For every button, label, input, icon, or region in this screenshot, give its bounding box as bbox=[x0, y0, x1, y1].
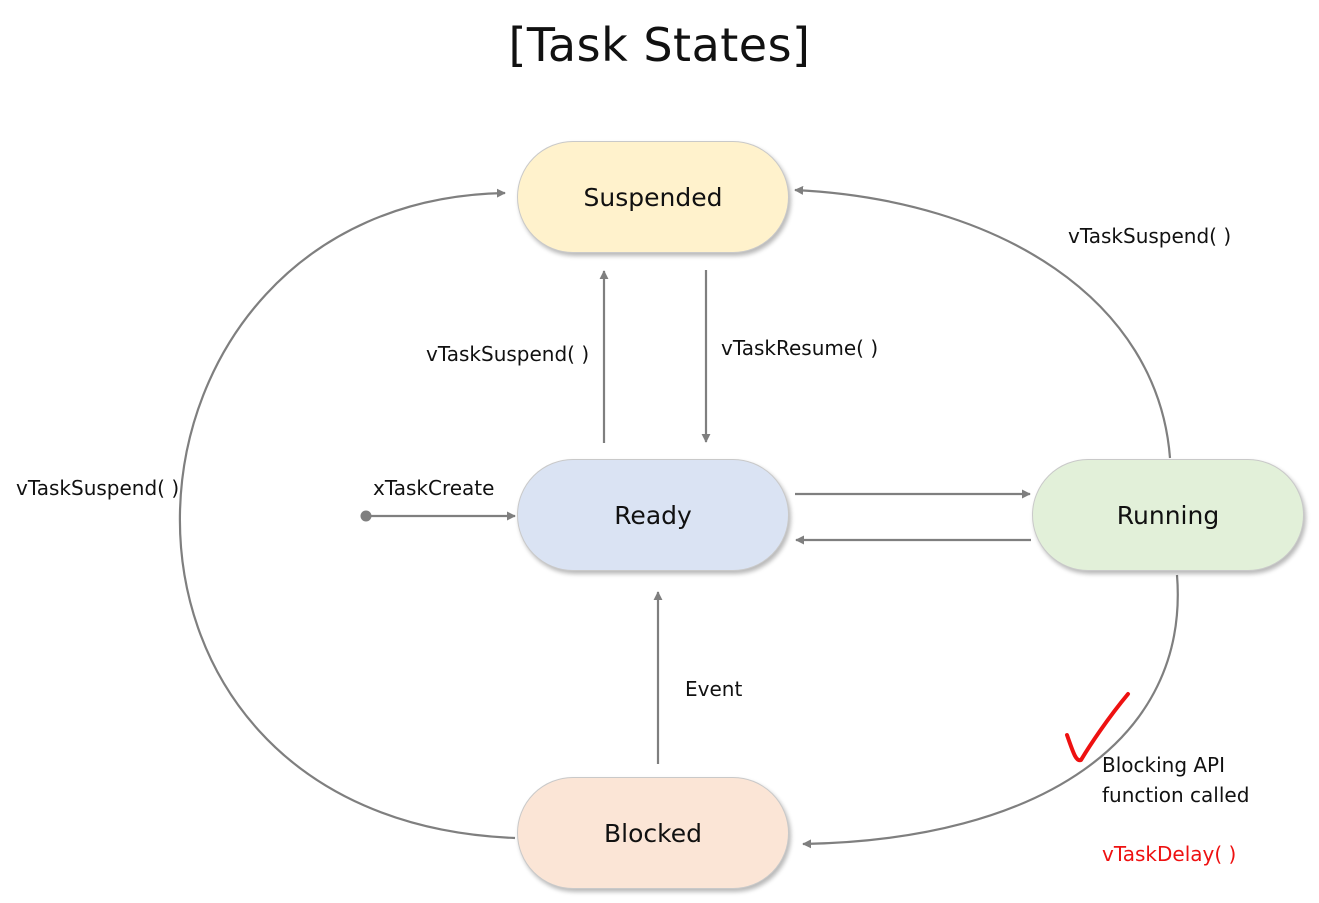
label-create-to-ready: xTaskCreate bbox=[373, 476, 495, 500]
state-ready-label: Ready bbox=[614, 500, 692, 530]
state-running-label: Running bbox=[1116, 500, 1220, 530]
label-blocked-to-suspended: vTaskSuspend( ) bbox=[16, 476, 180, 500]
state-blocked: Blocked bbox=[517, 777, 789, 889]
label-running-to-blocked-line1: Blocking API bbox=[1102, 753, 1226, 777]
label-blocking-example: vTaskDelay( ) bbox=[1102, 842, 1237, 866]
label-blocked-to-ready: Event bbox=[685, 677, 743, 701]
label-running-to-blocked-line2: function called bbox=[1102, 783, 1250, 807]
label-running-to-suspended: vTaskSuspend( ) bbox=[1068, 224, 1232, 248]
arrow-blocked-to-suspended bbox=[178, 188, 516, 840]
state-running: Running bbox=[1032, 459, 1304, 571]
checkmark-icon bbox=[1065, 692, 1130, 763]
state-suspended-label: Suspended bbox=[583, 182, 723, 212]
state-ready: Ready bbox=[517, 459, 789, 571]
label-ready-to-suspended: vTaskSuspend( ) bbox=[426, 342, 590, 366]
initial-state-dot bbox=[360, 510, 372, 522]
label-running-to-blocked: Blocking API function called bbox=[1102, 750, 1249, 810]
state-blocked-label: Blocked bbox=[604, 818, 702, 848]
diagram-title: [Task States] bbox=[508, 18, 811, 72]
arrow-running-to-blocked bbox=[802, 574, 1179, 849]
state-suspended: Suspended bbox=[517, 141, 789, 253]
arrow-running-to-suspended bbox=[794, 185, 1172, 459]
label-suspended-to-ready: vTaskResume( ) bbox=[721, 336, 879, 360]
